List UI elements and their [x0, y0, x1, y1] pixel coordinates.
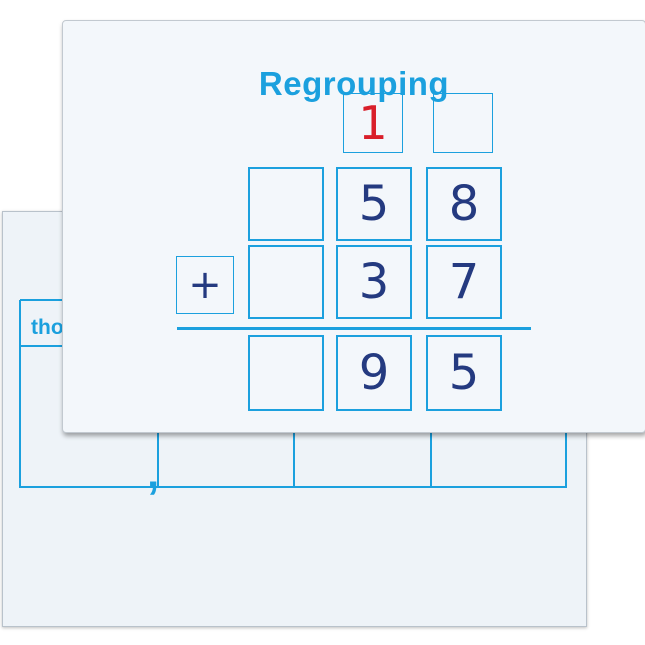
digit: 5	[358, 176, 390, 232]
answer-hundreds-box[interactable]	[248, 335, 324, 411]
digit: 7	[448, 254, 480, 310]
place-value-header-label: tho	[31, 316, 64, 339]
bottom-tens-box[interactable]: 3	[336, 245, 412, 319]
digit: 8	[448, 176, 480, 232]
top-hundreds-box[interactable]	[248, 167, 324, 241]
top-tens-box[interactable]: 5	[336, 167, 412, 241]
answer-ones-box[interactable]: 5	[426, 335, 502, 411]
operator-box[interactable]: +	[176, 256, 234, 314]
answer-line	[177, 327, 531, 330]
digit: 3	[358, 254, 390, 310]
bottom-hundreds-box[interactable]	[248, 245, 324, 319]
regrouping-board: Regrouping 1 5 8 + 3 7 9 5	[62, 20, 645, 433]
carry-digit: 1	[358, 96, 388, 150]
digit: 5	[448, 345, 480, 401]
board-title: Regrouping	[258, 65, 450, 102]
thousands-comma: ,	[147, 449, 160, 498]
top-ones-box[interactable]: 8	[426, 167, 502, 241]
plus-sign: +	[188, 262, 222, 308]
carry-ones-box[interactable]	[433, 93, 493, 153]
bottom-ones-box[interactable]: 7	[426, 245, 502, 319]
digit: 9	[358, 345, 390, 401]
carry-tens-box[interactable]: 1	[343, 93, 403, 153]
answer-tens-box[interactable]: 9	[336, 335, 412, 411]
place-value-chart-lines	[19, 299, 567, 488]
